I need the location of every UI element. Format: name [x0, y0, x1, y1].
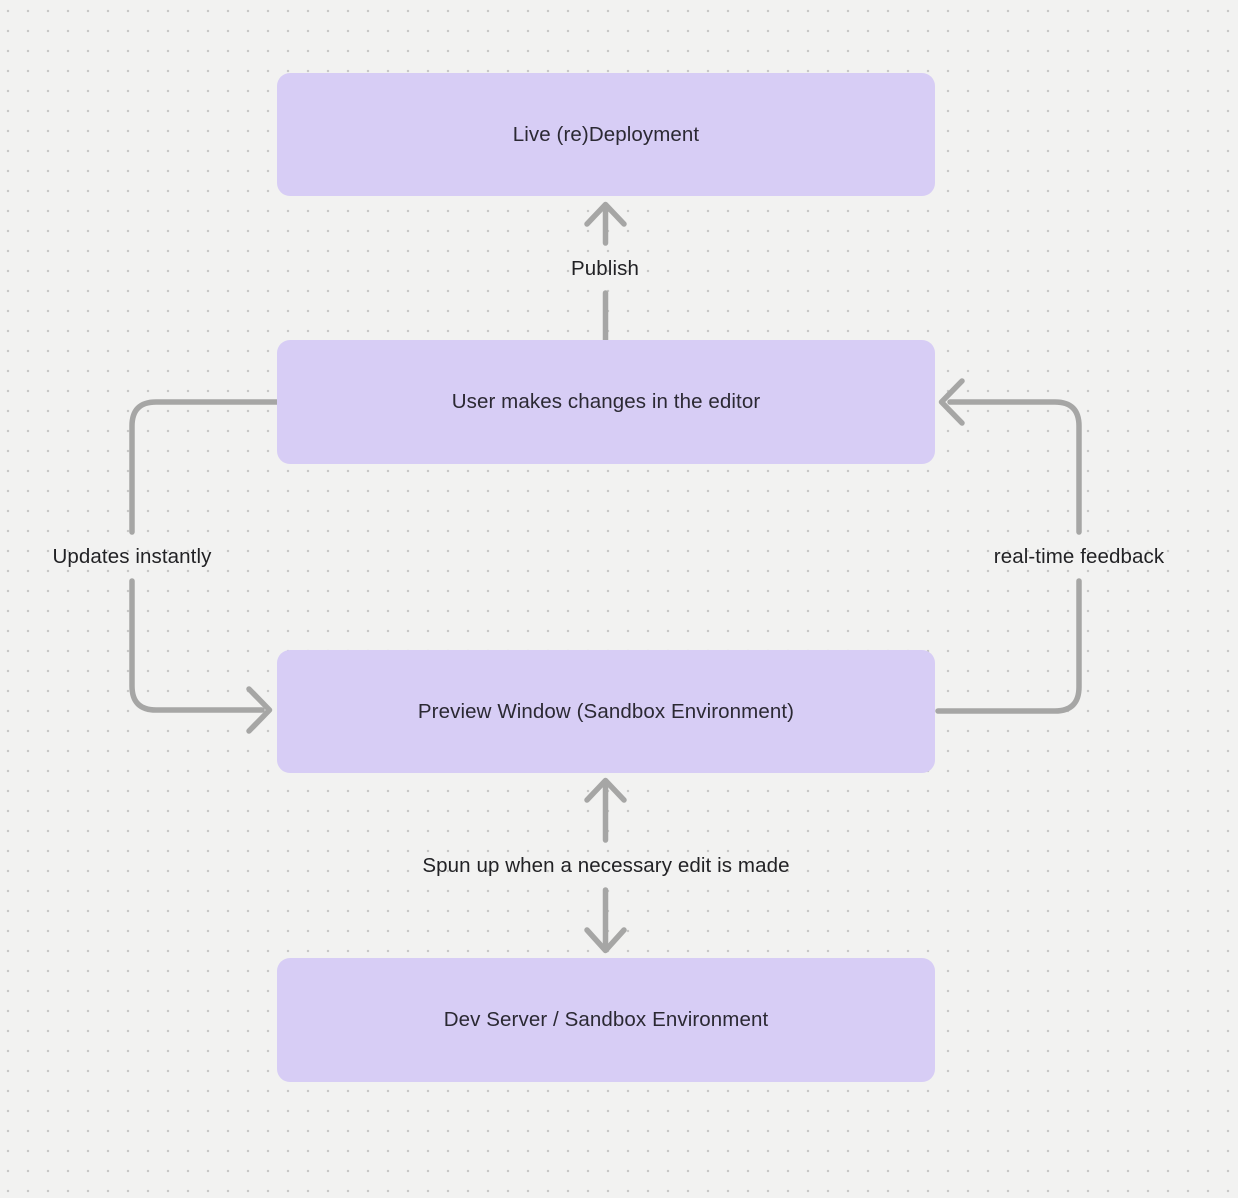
updates-line-lower — [129, 578, 265, 713]
arrowhead-up-icon — [584, 201, 627, 227]
edge-label-spun-up[interactable]: Spun up when a necessary edit is made — [422, 854, 790, 877]
edge-label-realtime-feedback[interactable]: real-time feedback — [993, 545, 1165, 568]
node-live-redeployment[interactable]: Live (re)Deployment — [277, 73, 935, 196]
arrowhead-down-icon — [584, 927, 627, 954]
updates-line-upper — [129, 399, 280, 535]
arrowhead-up-icon — [584, 777, 627, 803]
arrowhead-left-icon — [938, 378, 965, 426]
edge-label-updates-instantly[interactable]: Updates instantly — [52, 545, 212, 568]
feedback-line-upper — [947, 399, 1082, 535]
node-preview-window[interactable]: Preview Window (Sandbox Environment) — [277, 650, 935, 773]
node-preview-window-label: Preview Window (Sandbox Environment) — [417, 699, 795, 723]
node-user-editor[interactable]: User makes changes in the editor — [277, 340, 935, 464]
node-dev-server-label: Dev Server / Sandbox Environment — [443, 1008, 769, 1031]
node-user-editor-label: User makes changes in the editor — [451, 390, 761, 413]
edge-label-publish[interactable]: Publish — [571, 257, 639, 280]
arrowhead-right-icon — [246, 686, 273, 734]
feedback-line-lower — [935, 578, 1082, 714]
node-dev-server[interactable]: Dev Server / Sandbox Environment — [277, 958, 935, 1082]
node-live-redeployment-label: Live (re)Deployment — [512, 122, 700, 146]
